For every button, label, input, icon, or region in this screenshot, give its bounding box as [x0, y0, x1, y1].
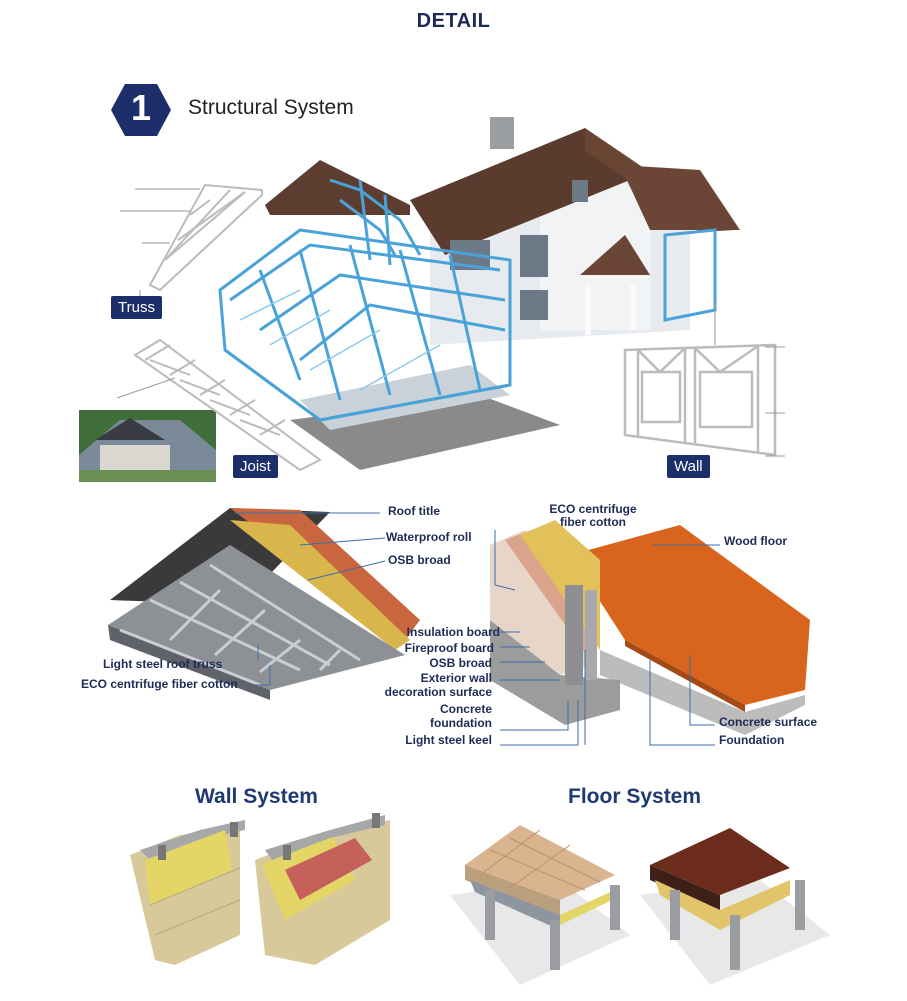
- insulation-board-label: Insulation board: [406, 625, 500, 639]
- truss-tag: Truss: [111, 296, 162, 319]
- fireproof-board-label: Fireproof board: [404, 641, 494, 655]
- page-title: DETAIL: [416, 10, 491, 32]
- wall-system-illustration-1: [130, 820, 245, 965]
- concrete-surface-label: Concrete surface: [719, 715, 818, 729]
- eco-cotton-line2: fiber cotton: [560, 515, 626, 529]
- truss-drawing: [148, 183, 263, 292]
- house-photo: [79, 410, 216, 482]
- osb-broad-roof-label: OSB broad: [388, 553, 451, 567]
- house-illustration: [218, 117, 740, 470]
- wall-tag: Wall: [667, 455, 710, 478]
- roof-section-illustration: [108, 508, 420, 700]
- concrete-foundation-line1: Concrete: [439, 702, 492, 716]
- foundation-label: Foundation: [719, 733, 785, 747]
- light-steel-keel-label: Light steel keel: [405, 733, 492, 747]
- roof-title-label: Roof title: [388, 504, 440, 518]
- wall-frame-drawing: [623, 343, 777, 457]
- wall-floor-section-illustration: [490, 520, 810, 735]
- waterproof-roll-label: Waterproof roll: [386, 530, 472, 544]
- section-number: 1: [130, 87, 152, 128]
- floor-system-illustration-2: [640, 828, 830, 985]
- section-title: Structural System: [188, 96, 354, 119]
- eco-cotton-roof-label: ECO centrifuge fiber cotton: [81, 677, 238, 691]
- joist-tag: Joist: [233, 455, 278, 478]
- light-steel-roof-truss-label: Light steel roof truss: [103, 657, 223, 671]
- floor-system-heading: Floor System: [568, 785, 702, 808]
- eco-cotton-line1: ECO centrifuge: [549, 502, 637, 516]
- wall-system-heading: Wall System: [195, 785, 318, 808]
- joist-drawing: [133, 338, 322, 472]
- exterior-wall-line1: Exterior wall: [420, 671, 492, 685]
- floor-system-illustration-1: [450, 825, 630, 985]
- concrete-foundation-line2: foundation: [430, 716, 492, 730]
- section-number-hexagon: [111, 84, 171, 136]
- wall-system-illustration-2: [255, 813, 390, 965]
- wood-floor-label: Wood floor: [724, 534, 788, 548]
- osb-broad-wall-label: OSB broad: [429, 656, 492, 670]
- exterior-wall-line2: decoration surface: [384, 685, 492, 699]
